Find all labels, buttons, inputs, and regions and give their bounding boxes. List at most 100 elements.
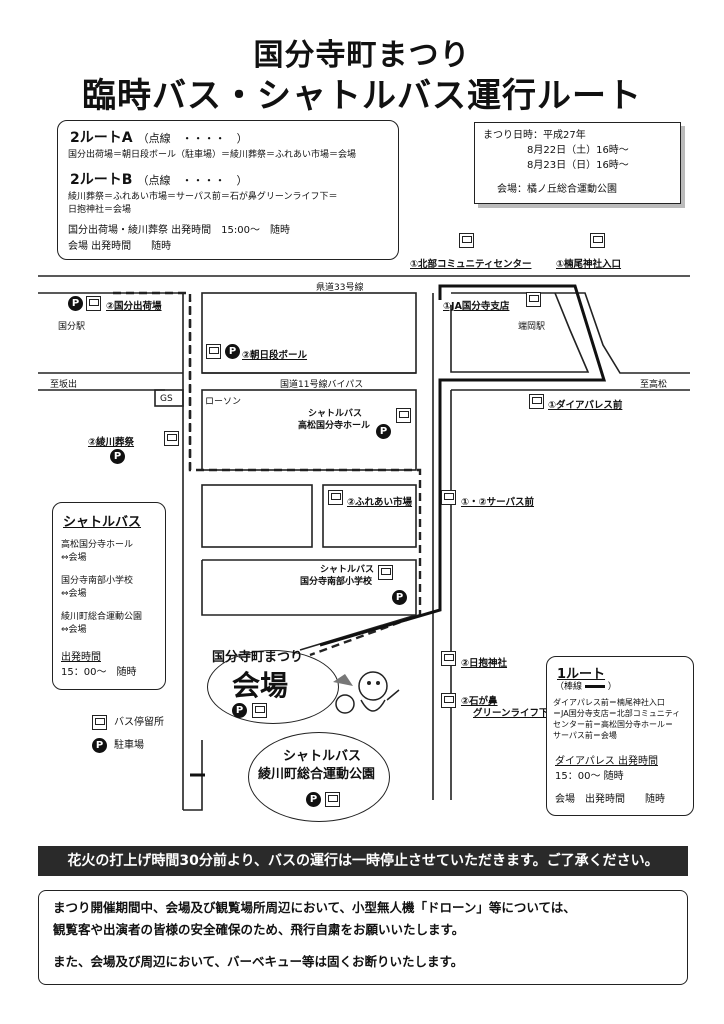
notice-line-3: また、会場及び周辺において、バーベキュー等は固くお断りいたします。: [53, 954, 464, 969]
station-kokubu: 国分駅: [58, 322, 86, 332]
parking-icon: P: [392, 590, 407, 605]
bus-stop-icon: [86, 296, 101, 311]
route-1-departure-time: 15：00〜 随時: [555, 771, 624, 782]
bus-stop-icon: [378, 565, 393, 580]
bus-stop-icon: [441, 693, 456, 708]
bus-stop-icon: [164, 431, 179, 446]
route-a-style: （点線 ・・・・ ）: [137, 132, 248, 145]
route-2-departure-2: 会場 出発時間 随時: [68, 241, 172, 252]
parking-icon: P: [68, 296, 83, 311]
legend-bus-stop: バス停留所: [114, 717, 164, 728]
notice-line-1: まつり開催期間中、会場及び観覧場所周辺において、小型無人機「ドローン」等について…: [53, 900, 576, 915]
festival-date-label: まつり日時：平成27年: [483, 130, 586, 141]
route-a-title: 2ルートA: [70, 130, 133, 146]
parking-icon: P: [92, 738, 107, 753]
bus-stop-icon: [441, 490, 456, 505]
shop-gs: GS: [160, 394, 173, 404]
parking-icon: P: [306, 792, 321, 807]
festival-date-box: まつり日時：平成27年 8月22日（土）16時〜 8月23日（日）16時〜 会場…: [474, 122, 681, 204]
road-park-left: [183, 740, 203, 811]
route-1-stops-4: サーパス前＝会場: [553, 731, 617, 740]
bus-stop-icon: [328, 490, 343, 505]
shuttle-school-label-2: 国分寺南部小学校: [300, 577, 373, 587]
shuttle-park-ellipse: [248, 732, 390, 822]
shuttle-route-1a: 高松国分寺ホール: [61, 540, 134, 550]
stop-asahidan-ball: ②朝日段ボール: [242, 350, 308, 361]
shuttle-hall-label-2: 高松国分寺ホール: [298, 421, 371, 431]
route-1-stops-3: センター前＝高松国分寺ホール＝: [553, 720, 673, 729]
stop-fureai-ichiba: ②ふれあい市場: [347, 497, 413, 508]
block-ichiba-right: [322, 484, 417, 548]
block-hall: [201, 389, 417, 471]
route-1-solid-line: [319, 284, 607, 647]
parking-icon: P: [110, 449, 125, 464]
legend-parking: 駐車場: [114, 740, 144, 751]
route-1-info-box: 1ルート （棒線 ） ダイアパレス前＝楠尾神社入口 ＝JA国分寺支店＝北部コミュ…: [546, 656, 694, 816]
shuttle-departure-time: 15：00〜 随時: [61, 667, 137, 678]
drone-bbq-notice: まつり開催期間中、会場及び観覧場所周辺において、小型無人機「ドローン」等について…: [38, 890, 688, 985]
route-2-info-box: 2ルートA （点線 ・・・・ ） 国分出荷場＝朝日段ボール（駐車場）＝綾川葬祭＝…: [57, 120, 399, 260]
road-to-takamatsu: 至高松: [640, 380, 668, 390]
mascot-illustration: [333, 671, 400, 714]
parking-icon: P: [376, 424, 391, 439]
bus-stop-icon: [325, 792, 340, 807]
shuttle-route-1b: ⇔会場: [61, 553, 87, 563]
route-1-stops-2: ＝JA国分寺支店＝北部コミュニティ: [553, 709, 681, 718]
shuttle-route-3b: ⇔会場: [61, 625, 87, 635]
stop-kusuo-shrine: ①楠尾神社入口: [556, 259, 622, 270]
route-1-departure-label: ダイアパレス 出発時間: [555, 756, 658, 767]
venue-ellipse: [207, 650, 339, 724]
stop-hidaki-shrine: ②日抱神社: [461, 658, 508, 669]
route-2-departure-1: 国分出荷場・綾川葬祭 出発時間 15:00〜 随時: [68, 225, 290, 236]
road-ne-inner: [450, 292, 590, 373]
festival-venue: 会場：橘ノ丘総合運動公園: [497, 184, 617, 195]
page-title-line1: 国分寺町まつり: [253, 38, 471, 73]
shuttle-box-title: シャトルバス: [63, 515, 142, 530]
road-to-sakaide: 至坂出: [50, 380, 78, 390]
shuttle-park-label-2: 綾川町総合運動公園: [258, 767, 376, 782]
bus-stop-icon: [92, 715, 107, 730]
route-a-stops: 国分出荷場＝朝日段ボール（駐車場）＝綾川葬祭＝ふれあい市場＝会場: [68, 150, 357, 160]
stop-ayagawa-sosai: ②綾川葬祭: [88, 437, 135, 448]
venue-label: 会場: [232, 669, 289, 702]
shuttle-hall-label-1: シャトルバス: [308, 409, 363, 419]
route-1-venue-departure: 会場 出発時間 随時: [555, 794, 665, 805]
fireworks-notice-banner: 花火の打上げ時間30分前より、バスの運行は一時停止させていただきます。ご了承くだ…: [38, 846, 688, 876]
shuttle-park-label-1: シャトルバス: [283, 749, 362, 764]
festival-day-1: 8月22日（土）16時〜: [527, 145, 629, 156]
parking-icon: P: [225, 344, 240, 359]
bus-stop-icon: [529, 394, 544, 409]
shuttle-departure-label: 出発時間: [61, 652, 101, 663]
notice-line-2: 観覧客や出演者の皆様の安全確保のため、飛行自粛をお願いいたします。: [53, 922, 465, 937]
route-1-style: （棒線: [555, 682, 583, 692]
bus-stop-icon: [441, 651, 456, 666]
stop-sarpass: ①・②サーパス前: [461, 497, 534, 508]
block-ichiba-left: [201, 484, 313, 548]
stop-ishigahana-2: グリーンライフ下: [473, 708, 549, 719]
route-b-title: 2ルートB: [70, 172, 133, 188]
venue-title: 国分寺町まつり: [212, 650, 304, 665]
route-1-title: 1ルート: [557, 667, 606, 682]
shuttle-route-2b: ⇔会場: [61, 589, 87, 599]
station-hashioka: 端岡駅: [518, 322, 546, 332]
stop-kokubu-shukaba: ②国分出荷場: [106, 301, 162, 312]
stop-ja-kokubunji: ①JA国分寺支店: [443, 301, 510, 312]
route-2-dotted-line: [113, 291, 422, 657]
stop-ishigahana-1: ②石が鼻: [461, 696, 498, 707]
bus-stop-icon: [396, 408, 411, 423]
page-title-line2: 臨時バス・シャトルバス運行ルート: [82, 76, 642, 116]
road-prefectural-33: 県道33号線: [316, 283, 364, 293]
bus-stop-icon: [252, 703, 267, 718]
shop-lawson: ローソン: [205, 397, 242, 407]
block-gs: [154, 389, 184, 407]
block-asahidan: [201, 292, 417, 374]
parking-icon: P: [232, 703, 247, 718]
stop-kitabu-community: ①北部コミュニティセンター: [410, 259, 532, 270]
route-b-style: （点線 ・・・・ ）: [137, 174, 248, 187]
route-b-stops-2: 日抱神社＝会場: [68, 205, 132, 215]
bus-stop-icon: [526, 292, 541, 307]
route-b-stops-1: 綾川葬祭＝ふれあい市場＝サーパス前＝石が鼻グリーンライフ下＝: [68, 192, 338, 202]
shuttle-info-box: シャトルバス 高松国分寺ホール ⇔会場 国分寺南部小学校 ⇔会場 綾川町総合運動…: [52, 502, 166, 690]
bus-stop-icon: [590, 233, 605, 248]
bus-stop-icon: [459, 233, 474, 248]
